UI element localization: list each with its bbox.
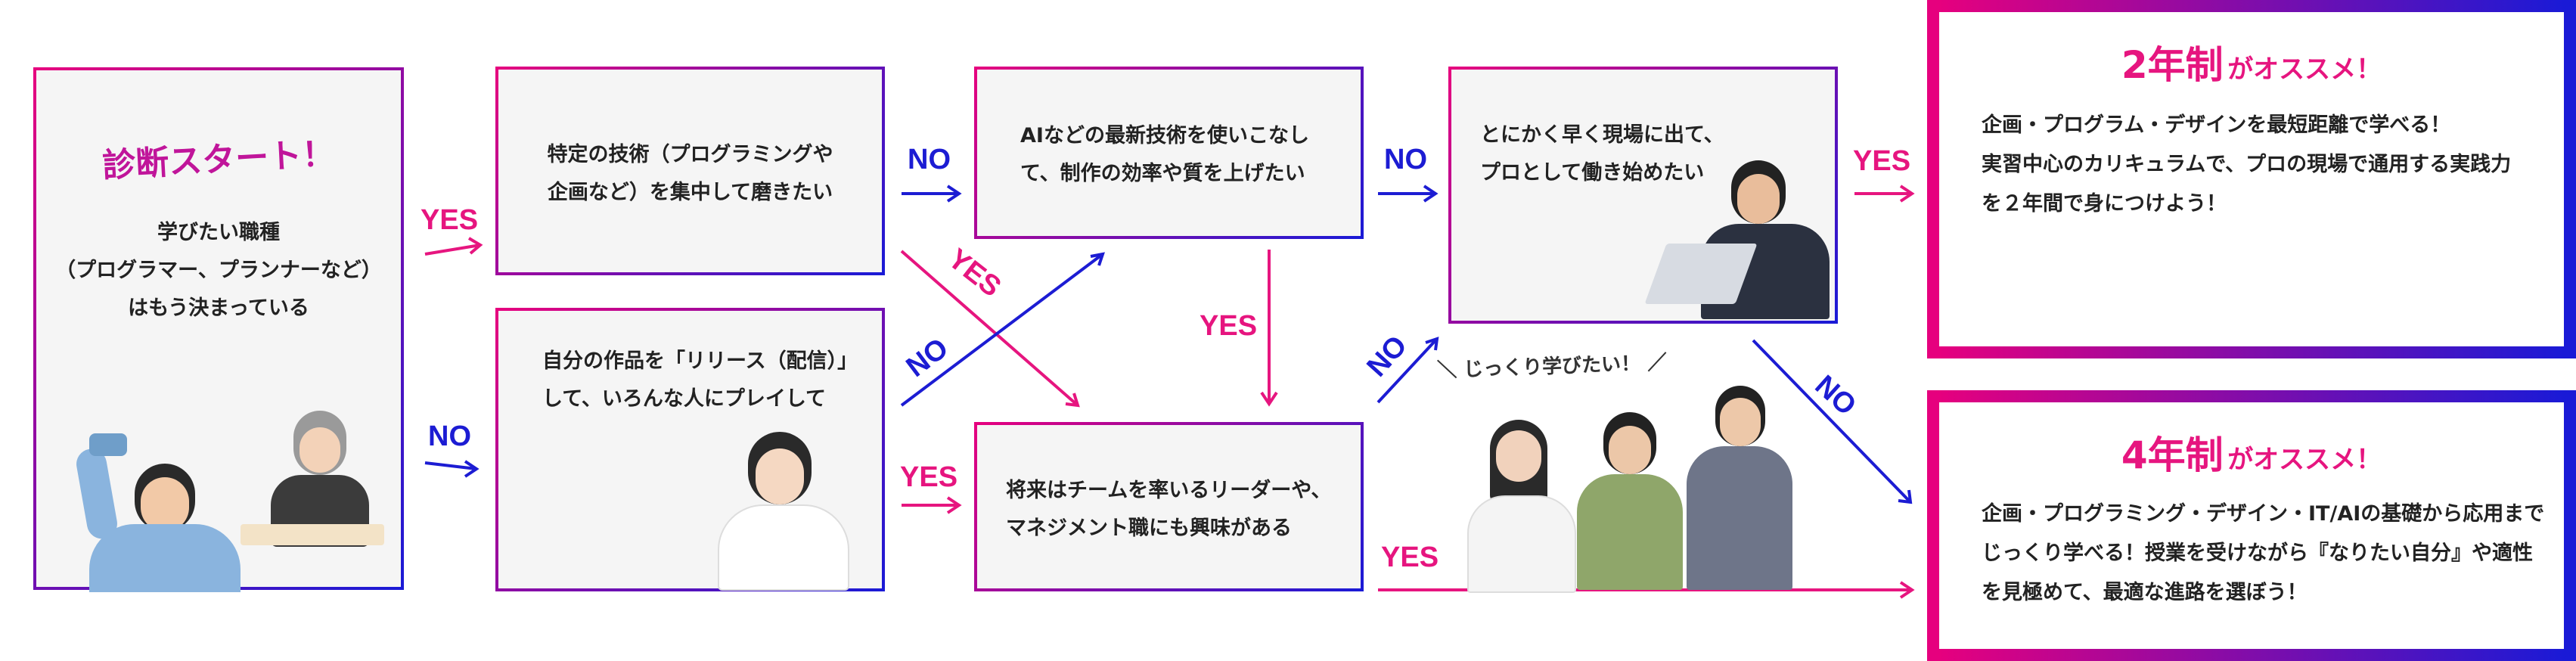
result-two-year: 2年制 がオススメ！ 企画・プログラム・デザインを最短距離で学べる！ 実習中心の…	[1927, 0, 2576, 358]
result-four-year-title-big: 4年制	[2121, 433, 2224, 477]
result-four-year-text: 企画・プログラミング・デザイン・IT/AIの基礎から応用まで じっくり学べる！授…	[1982, 502, 2545, 604]
start-title: 診断スタート！	[101, 134, 337, 186]
label-q1-no: NO	[908, 144, 951, 175]
question-ai-tech: AIなどの最新技術を使いこなし て、制作の効率や質を上げたい	[974, 67, 1364, 239]
question-release-works: 自分の作品を「リリース（配信）」 して、いろんな人にプレイして	[495, 308, 885, 591]
result-two-year-title-big: 2年制	[2121, 43, 2224, 87]
arrow-q1-yes	[900, 250, 1080, 408]
question-leader-text: 将来はチームを率いるリーダーや、 マネジメント職にも興味がある	[1006, 479, 1332, 540]
label-q2-yes: YES	[900, 461, 958, 493]
label-q4-yes: YES	[1381, 542, 1439, 573]
arrow-start-no	[424, 460, 480, 478]
q5-photo	[1644, 153, 1837, 323]
question-work-early-text: とにかく早く現場に出て、 プロとして働き始めたい	[1480, 123, 1724, 185]
person-boy	[73, 433, 248, 592]
result-two-year-text: 企画・プログラム・デザインを最短距離で学べる！ 実習中心のカリキュラムで、プロの…	[1982, 113, 2512, 216]
arrow-q5-no	[1752, 339, 1913, 504]
arrow-q2-yes	[902, 496, 962, 514]
arrow-q5-yes	[1854, 185, 1915, 203]
question-release-works-text: 自分の作品を「リリース（配信）」 して、いろんな人にプレイして	[542, 349, 858, 411]
result-two-year-title-small: がオススメ！	[2227, 54, 2382, 85]
q2-photo	[687, 432, 880, 591]
label-start-no: NO	[428, 420, 471, 452]
arrow-q3-yes	[1260, 250, 1278, 407]
question-ai-tech-text: AIなどの最新技術を使いこなし て、制作の効率や質を上げたい	[1020, 124, 1309, 185]
arrow-q2-no	[900, 252, 1105, 407]
result-four-year-title: 4年制 がオススメ！	[1939, 425, 2564, 479]
group-photo: ＼ じっくり学びたい！ ／	[1437, 348, 1808, 593]
question-leader: 将来はチームを率いるリーダーや、 マネジメント職にも興味がある	[974, 422, 1364, 591]
start-text: 学びたい職種 （プログラマー、プランナーなど） はもう決まっている	[55, 221, 382, 320]
label-q5-yes: YES	[1853, 145, 1911, 177]
person-girl	[241, 411, 399, 554]
result-two-year-title: 2年制 がオススメ！	[1939, 35, 2564, 89]
label-q3-no: NO	[1384, 144, 1427, 175]
speech-text: ＼ じっくり学びたい！ ／	[1436, 351, 1668, 383]
arrow-q4-yes	[1378, 581, 1915, 599]
arrow-q3-no	[1378, 185, 1439, 203]
arrow-q1-no	[902, 185, 962, 203]
question-specific-skill: 特定の技術（プログラミングや 企画など）を集中して磨きたい	[495, 67, 885, 275]
label-q3-yes: YES	[1200, 310, 1258, 342]
question-specific-skill-text: 特定の技術（プログラミングや 企画など）を集中して磨きたい	[547, 143, 833, 204]
arrow-start-yes	[424, 237, 483, 256]
result-four-year-title-small: がオススメ！	[2227, 445, 2382, 475]
label-start-yes: YES	[421, 204, 479, 236]
start-photo	[51, 373, 399, 592]
arrow-q4-no	[1376, 337, 1439, 404]
result-four-year: 4年制 がオススメ！ 企画・プログラミング・デザイン・IT/AIの基礎から応用ま…	[1927, 390, 2576, 661]
start-box: 診断スタート！ 学びたい職種 （プログラマー、プランナーなど） はもう決まってい…	[33, 67, 404, 592]
question-work-early: とにかく早く現場に出て、 プロとして働き始めたい	[1448, 67, 1838, 324]
